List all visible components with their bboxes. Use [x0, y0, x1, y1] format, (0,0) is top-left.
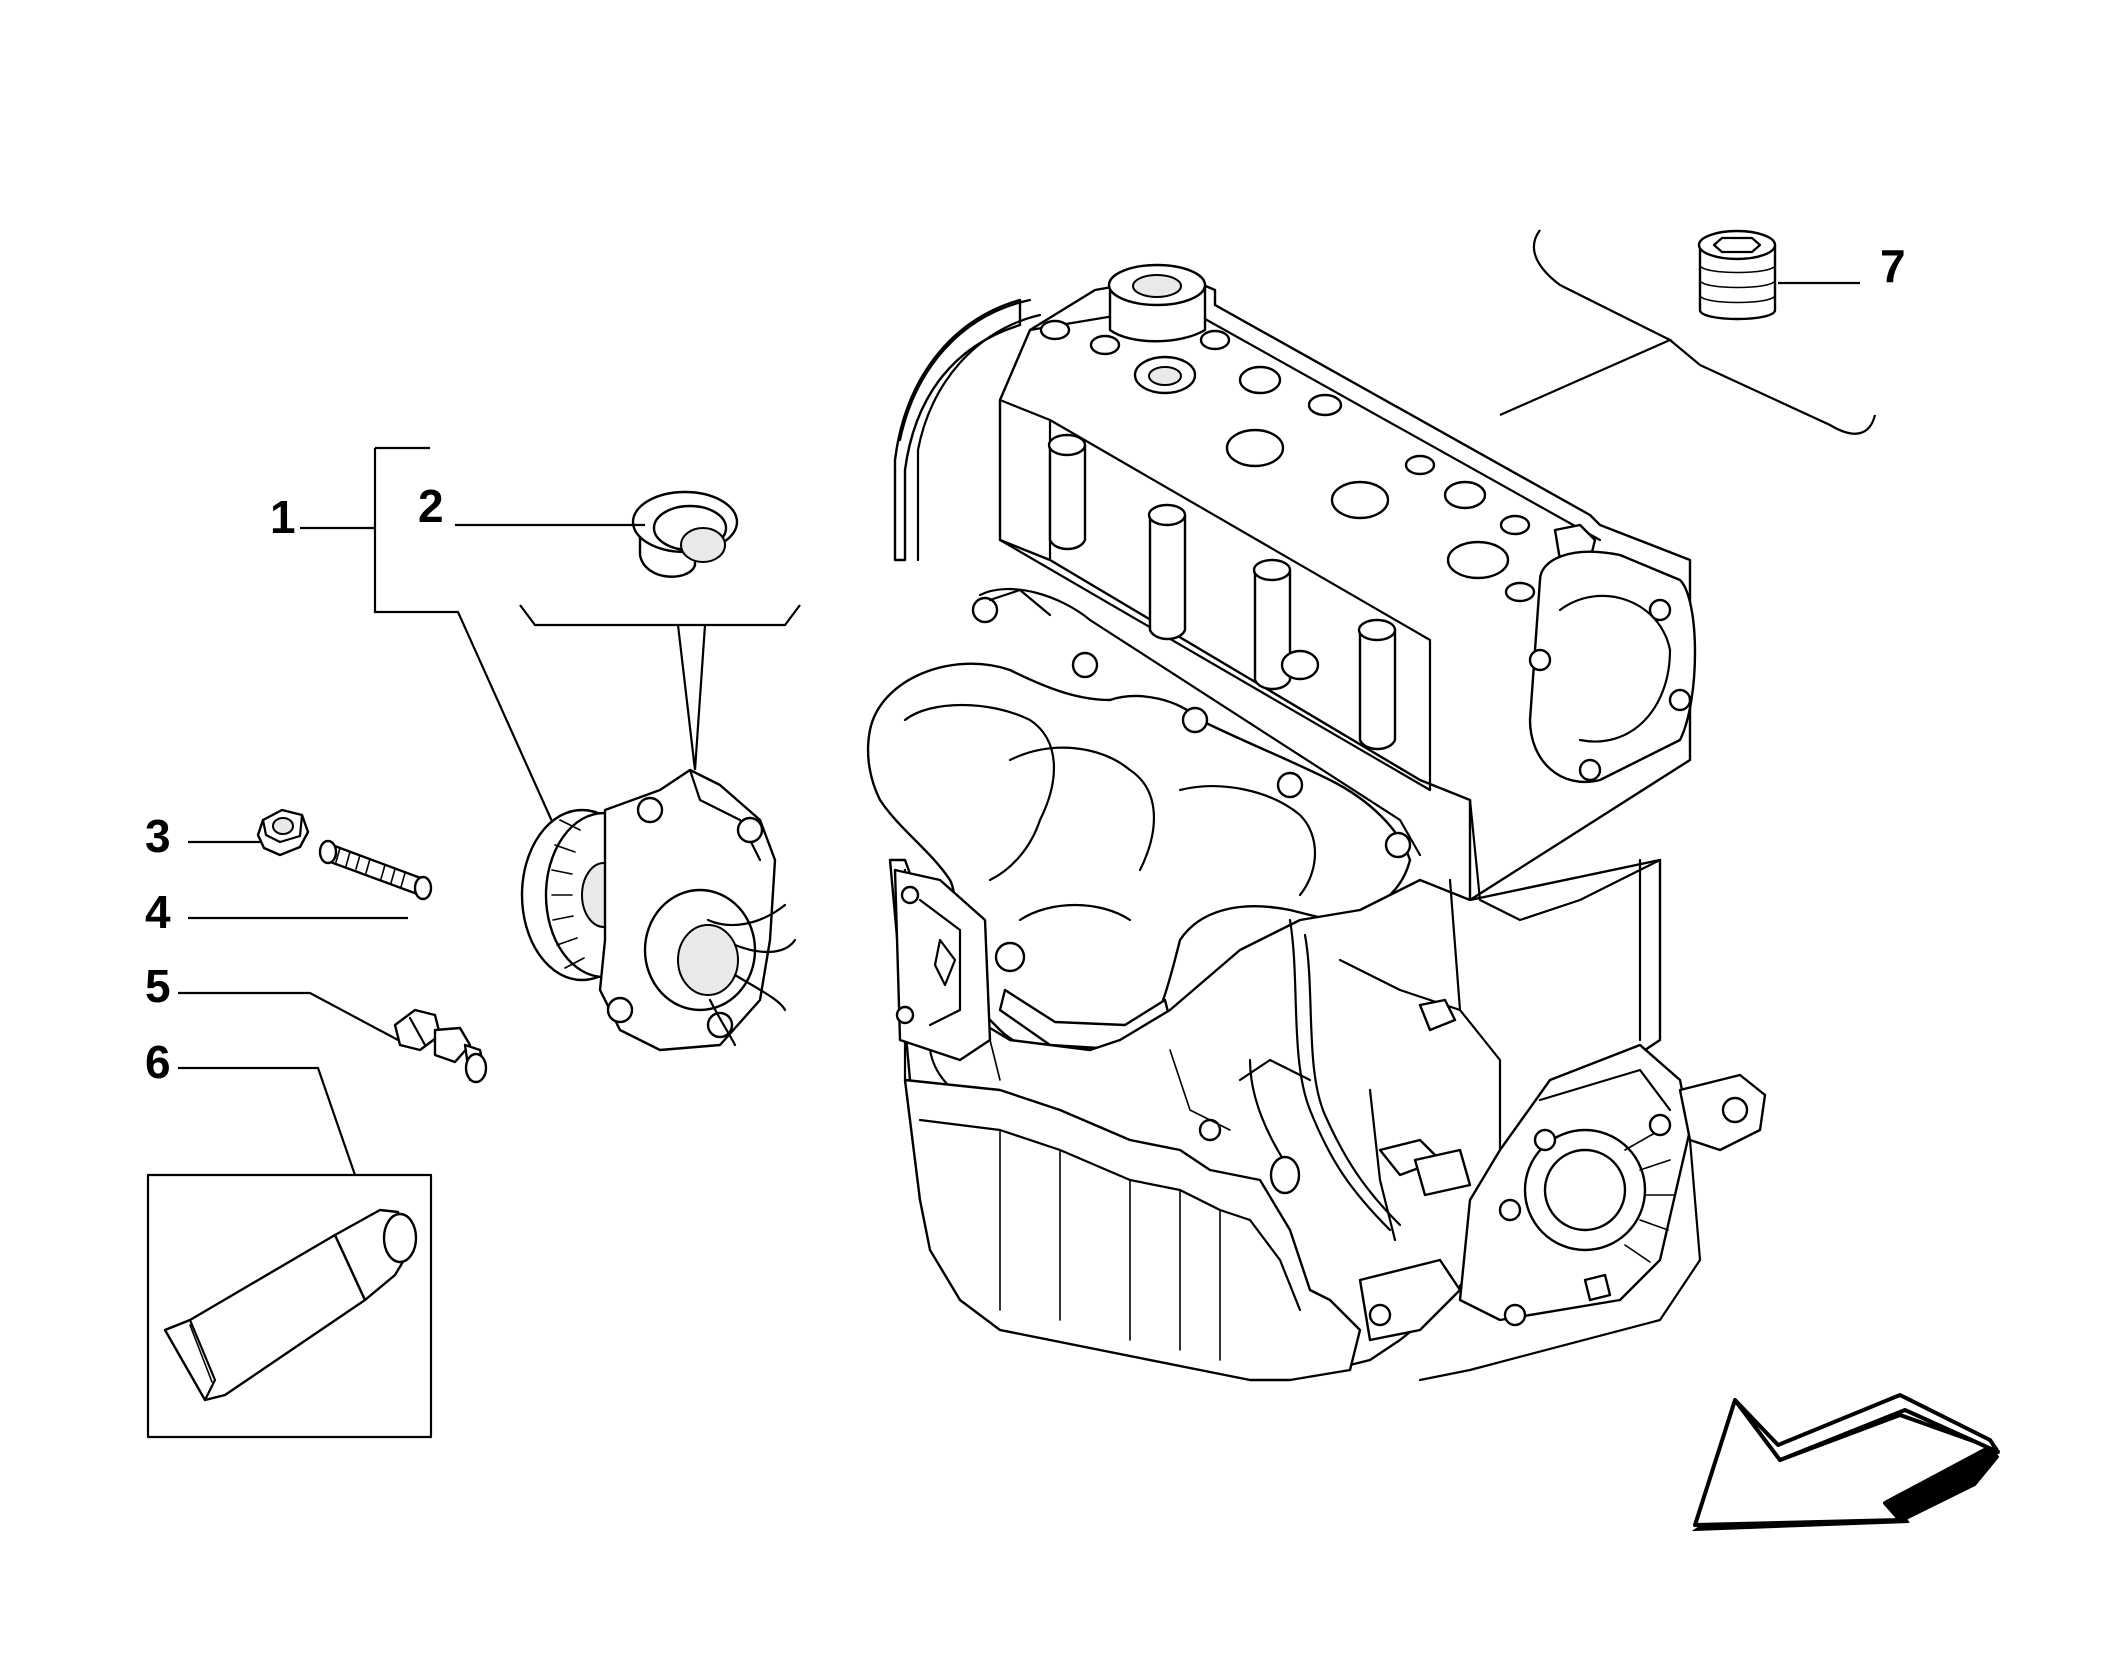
- callout-4: 4: [145, 886, 171, 938]
- water-pump-icon: [520, 768, 797, 1052]
- callout-7: 7: [1880, 240, 1906, 292]
- callout-1: 1: [270, 491, 296, 543]
- double-ended-stud-icon: [393, 1008, 488, 1084]
- callout-3: 3: [145, 810, 171, 862]
- rubber-plug-icon: [631, 490, 739, 578]
- stud-bolt-icon: [318, 839, 433, 901]
- engine-block-icon: [866, 263, 1767, 1382]
- direction-arrow-icon: [1691, 1393, 2000, 1532]
- sealant-tube-icon: [163, 1208, 418, 1402]
- hex-nut-icon: [256, 808, 310, 857]
- callout-6: 6: [145, 1036, 171, 1088]
- callout-5: 5: [145, 960, 171, 1012]
- callout-2: 2: [418, 480, 444, 532]
- threaded-plug-icon: [1697, 229, 1777, 321]
- sealant-box: [146, 1173, 433, 1439]
